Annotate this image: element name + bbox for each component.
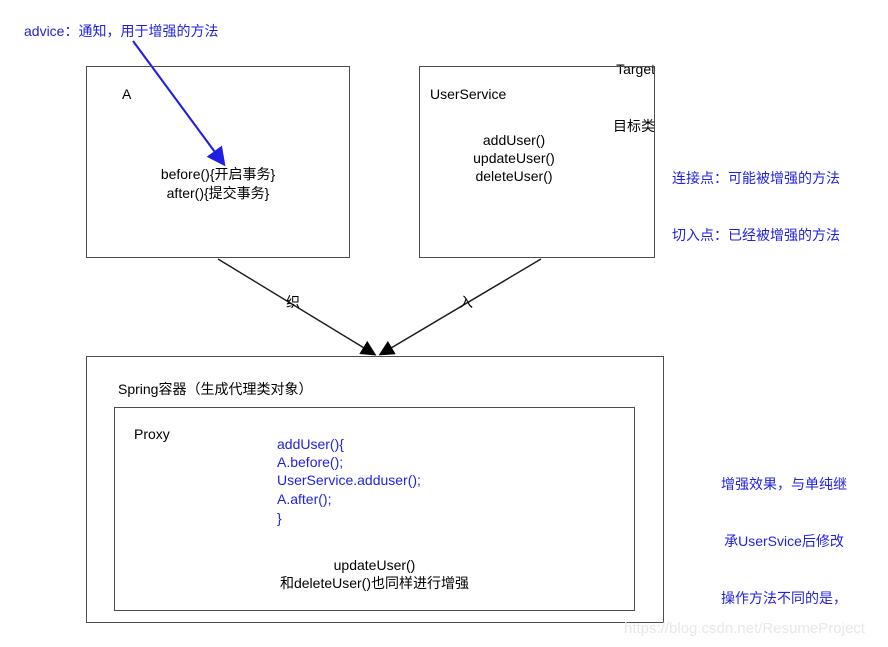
joinpoint-note-line2: 切入点：已经被增强的方法 xyxy=(672,227,840,243)
aspect-class-name: A xyxy=(122,86,132,102)
target-label-line2: 目标类 xyxy=(613,118,655,134)
spring-container-title: Spring容器（生成代理类对象） xyxy=(118,381,313,397)
aspect-method-before: before(){开启事务} xyxy=(160,166,276,182)
proxy-footer-line1: updateUser() xyxy=(333,557,416,573)
effect-note-line3: 操作方法不同的是， xyxy=(721,590,847,606)
effect-note: 增强效果，与单纯继 承UserSvice后修改 操作方法不同的是， A.befo… xyxy=(698,437,870,647)
proxy-code-line-1: addUser(){ xyxy=(277,436,344,452)
target-label: Target 目标类 xyxy=(560,22,655,174)
proxy-code-line-5: } xyxy=(277,510,282,526)
proxy-box xyxy=(114,407,635,611)
aspect-class-box xyxy=(86,66,350,258)
weave-char-right: 入 xyxy=(459,294,473,310)
target-class-name: UserService xyxy=(430,86,507,102)
spring-container-box xyxy=(86,356,664,623)
advice-annotation: advice：通知，用于增强的方法 xyxy=(24,23,219,39)
joinpoint-note: 连接点：可能被增强的方法 切入点：已经被增强的方法 xyxy=(672,131,840,283)
watermark: https://blog.csdn.net/ResumeProject xyxy=(624,620,865,637)
joinpoint-note-line1: 连接点：可能被增强的方法 xyxy=(672,170,840,186)
effect-note-line1: 增强效果，与单纯继 xyxy=(721,476,847,492)
proxy-footer-line2: 和deleteUser()也同样进行增强 xyxy=(279,575,470,591)
target-method-add: addUser() xyxy=(482,132,546,148)
proxy-code-line-3: UserService.adduser(); xyxy=(277,472,421,488)
aspect-method-after: after(){提交事务} xyxy=(166,185,270,201)
effect-note-line2: 承UserSvice后修改 xyxy=(724,533,844,549)
target-label-line1: Target xyxy=(616,61,655,77)
target-method-delete: deleteUser() xyxy=(475,168,553,184)
weave-char-left: 织 xyxy=(286,294,300,310)
target-class-box xyxy=(419,66,655,258)
proxy-name: Proxy xyxy=(134,426,170,442)
proxy-code-line-4: A.after(); xyxy=(277,491,332,507)
proxy-code-line-2: A.before(); xyxy=(277,454,344,470)
target-method-update: updateUser() xyxy=(473,150,555,166)
